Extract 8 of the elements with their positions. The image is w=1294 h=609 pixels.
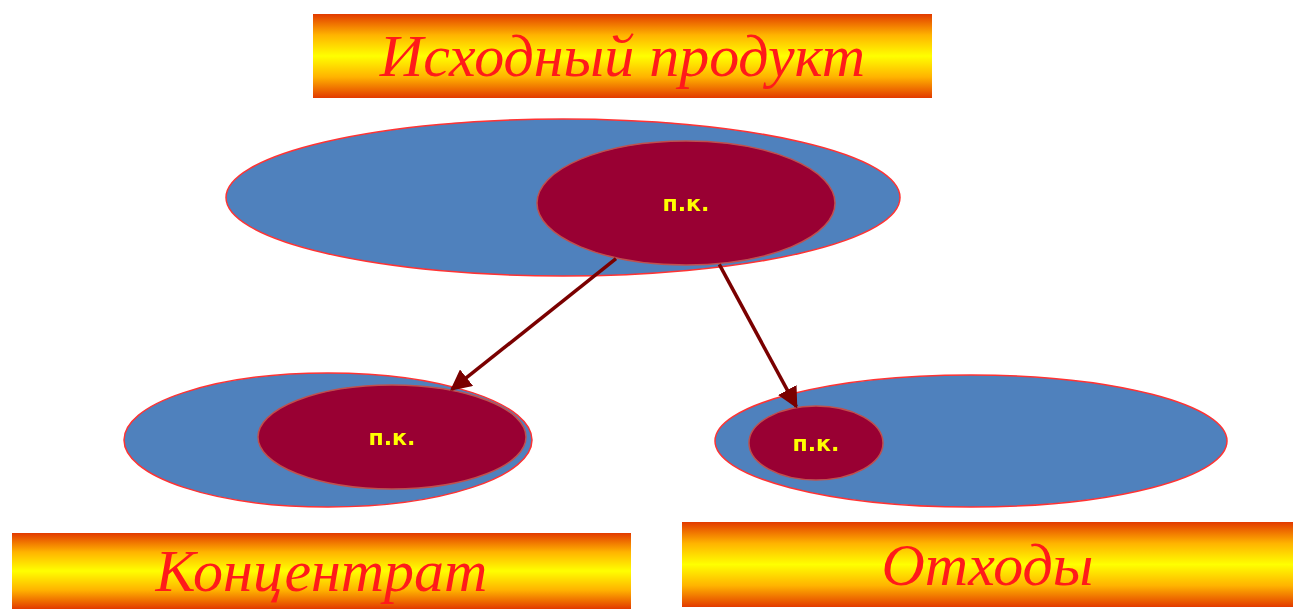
ellipse-label: п.к. [368, 424, 416, 450]
ellipse-label: п.к. [792, 430, 840, 456]
title-banner: Концентрат [12, 533, 631, 609]
arrow [450, 257, 618, 391]
title-banner: Отходы [682, 522, 1293, 607]
arrow [717, 263, 798, 409]
title-banner: Исходный продукт [313, 14, 932, 98]
ellipse-label: п.к. [662, 190, 710, 216]
